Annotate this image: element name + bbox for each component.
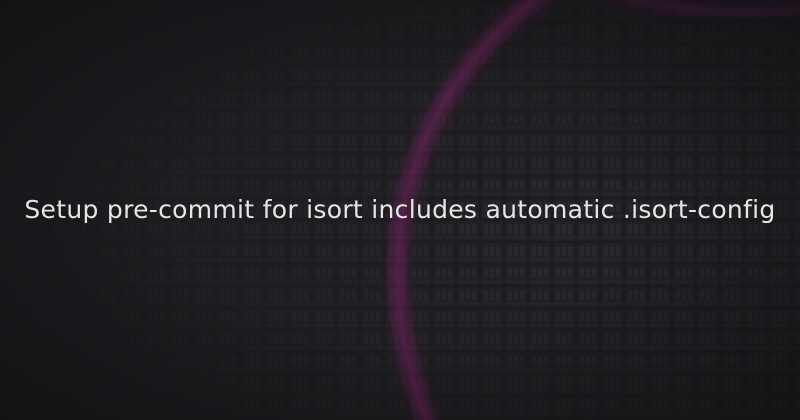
accent-arc bbox=[391, 0, 546, 420]
page-title: Setup pre-commit for isort includes auto… bbox=[24, 195, 776, 224]
